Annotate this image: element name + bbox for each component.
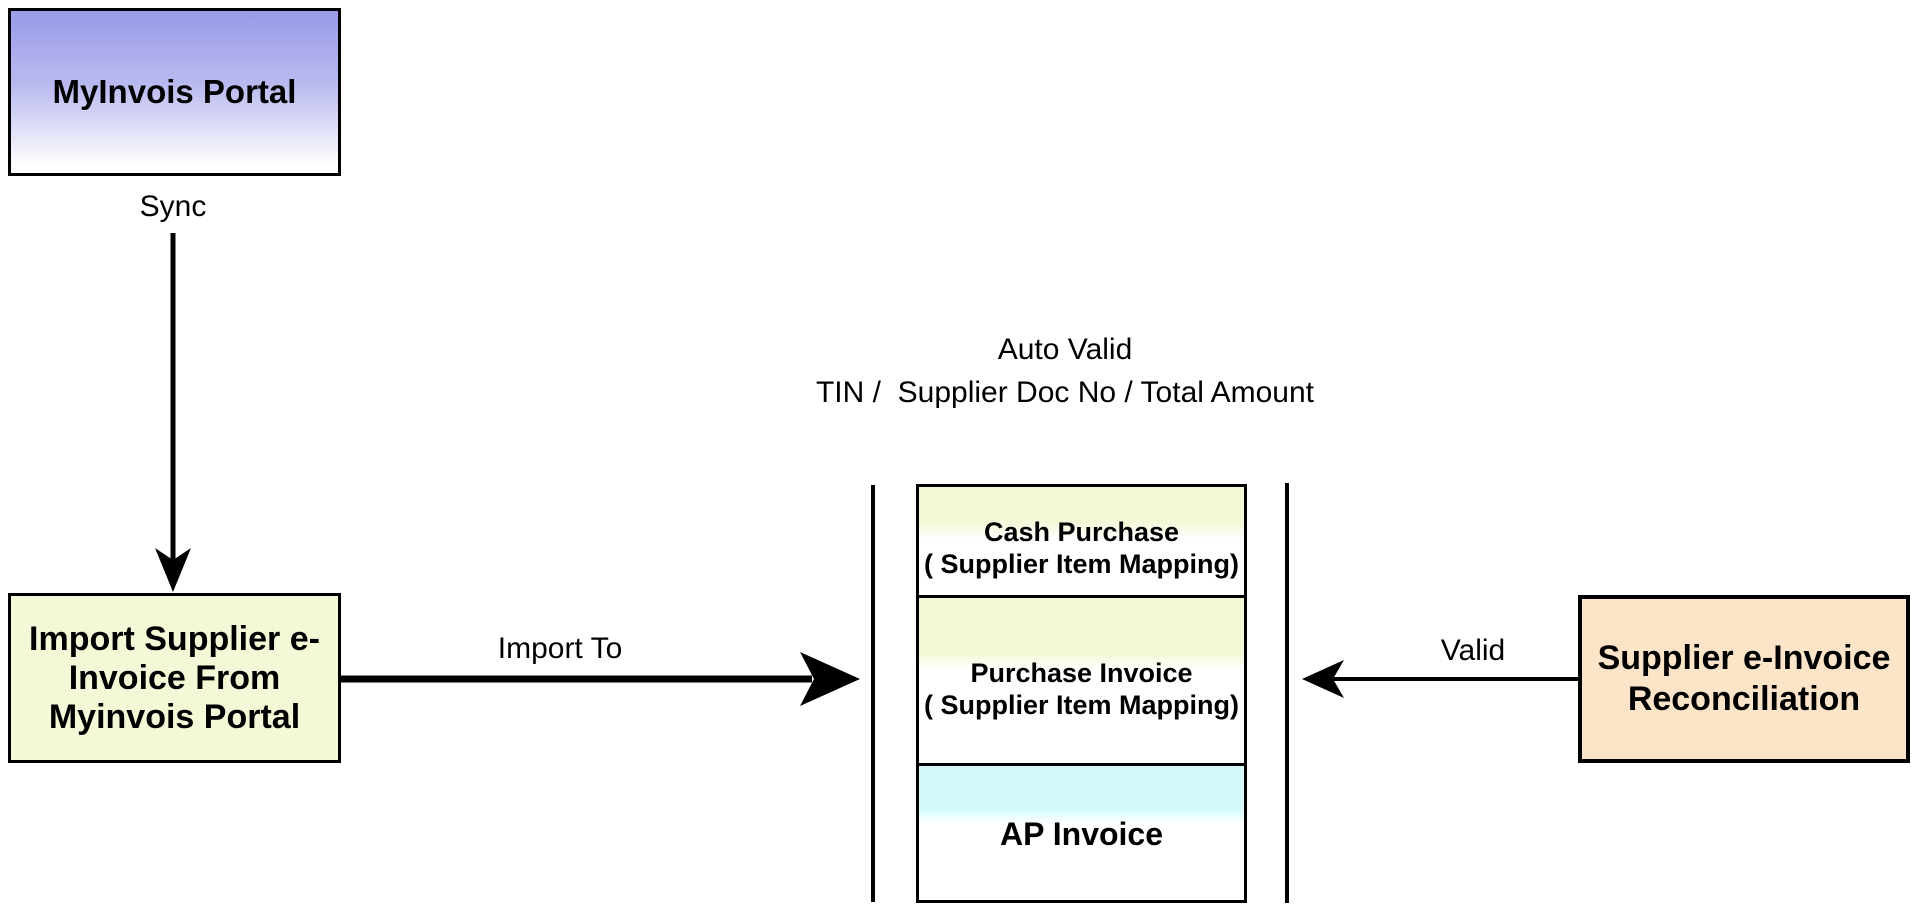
cash-purchase-section: Cash Purchase ( Supplier Item Mapping) xyxy=(919,487,1244,595)
ap-invoice-title: AP Invoice xyxy=(999,816,1164,852)
recon-node-line: Supplier e-Invoice xyxy=(1597,639,1891,677)
sync-arrow xyxy=(155,233,191,592)
valid-label: Valid xyxy=(1440,634,1506,667)
cash-purchase-title: Cash Purchase xyxy=(983,517,1180,547)
auto-valid-annotation: Auto Valid TIN / Supplier Doc No / Total… xyxy=(660,328,1470,414)
ap-invoice-section: AP Invoice xyxy=(919,763,1244,900)
import-supplier-einvoice-node: Import Supplier e- Invoice From Myinvois… xyxy=(8,593,341,763)
import-to-label: Import To xyxy=(497,632,623,665)
myinvois-portal-label: MyInvois Portal xyxy=(52,73,297,110)
document-stack: Cash Purchase ( Supplier Item Mapping) P… xyxy=(916,484,1247,903)
myinvois-portal-node: MyInvois Portal xyxy=(8,8,341,176)
purchase-invoice-subtitle: ( Supplier Item Mapping) xyxy=(924,690,1239,720)
auto-valid-title: Auto Valid xyxy=(997,333,1133,366)
recon-node-line: Reconciliation xyxy=(1627,680,1861,718)
supplier-einvoice-reconciliation-node: Supplier e-Invoice Reconciliation xyxy=(1578,595,1910,763)
import-node-line: Invoice From xyxy=(68,658,281,697)
sync-label: Sync xyxy=(139,190,207,223)
import-node-line: Import Supplier e- xyxy=(29,619,320,658)
purchase-invoice-title: Purchase Invoice xyxy=(970,658,1193,688)
purchase-invoice-section: Purchase Invoice ( Supplier Item Mapping… xyxy=(919,595,1244,763)
auto-valid-detail: TIN / Supplier Doc No / Total Amount xyxy=(815,376,1314,409)
import-node-line: Myinvois Portal xyxy=(48,697,301,736)
cash-purchase-subtitle: ( Supplier Item Mapping) xyxy=(924,549,1239,579)
